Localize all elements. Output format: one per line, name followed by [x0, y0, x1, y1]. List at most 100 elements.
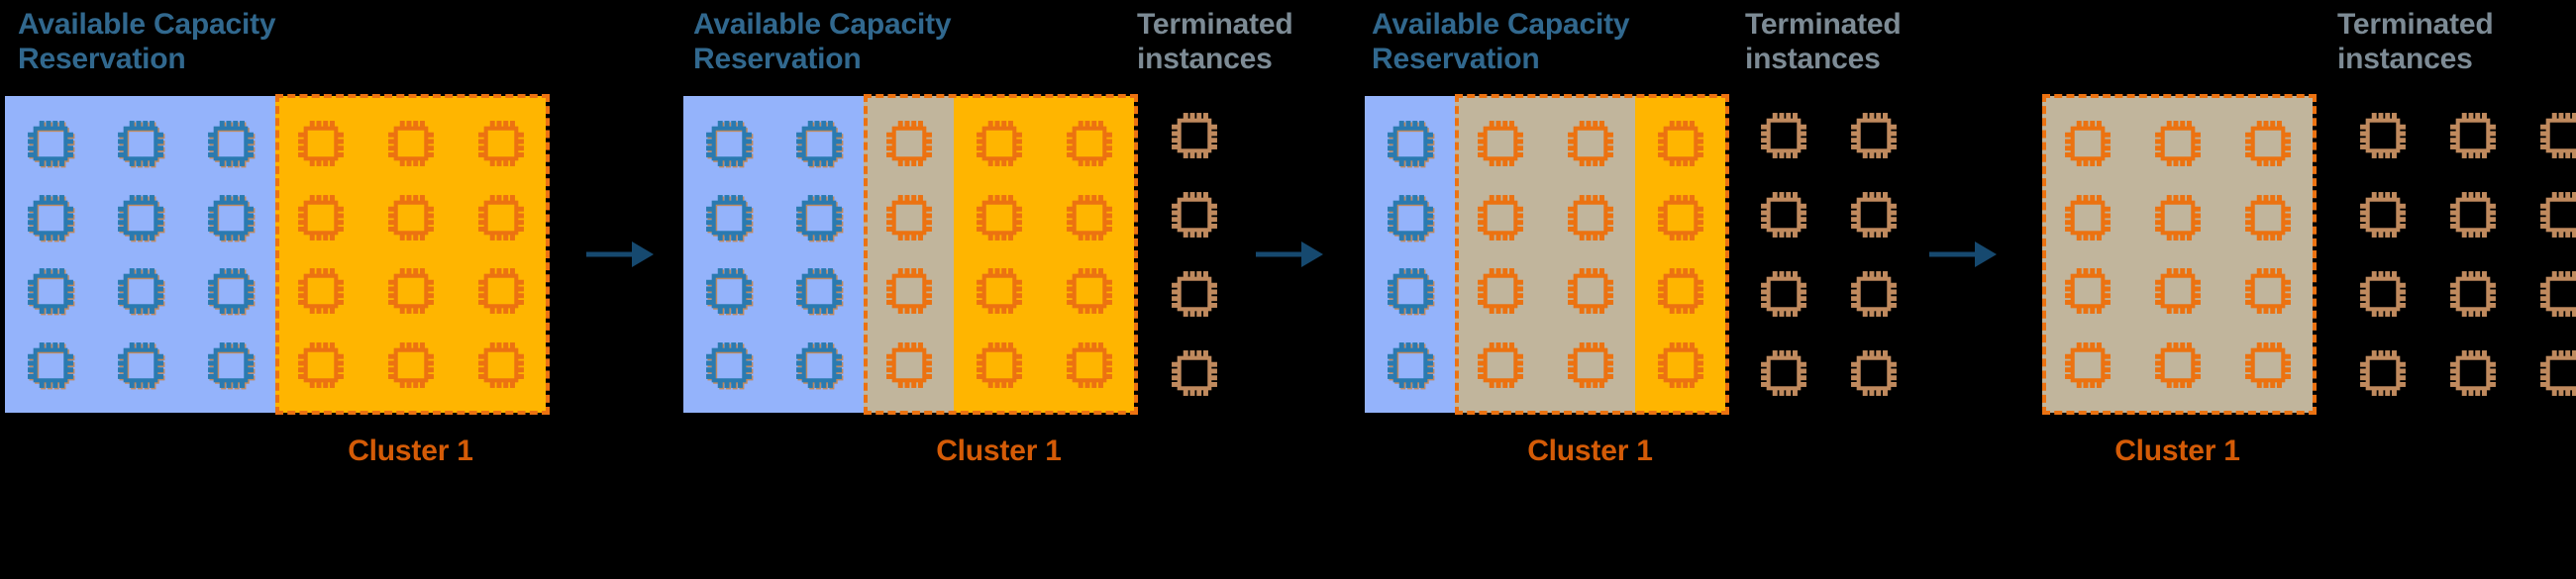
cluster-caption-4: Cluster 1 — [2114, 434, 2240, 467]
cpu-chip-icon — [702, 191, 756, 244]
instance-column-used — [2042, 96, 2132, 413]
capacity-panel-4 — [2042, 96, 2313, 413]
cpu-chip-icon — [204, 264, 258, 318]
available-capacity-reservation-label: Available Capacity Reservation — [18, 8, 276, 75]
instance-column-used — [864, 96, 954, 413]
cpu-chip-icon — [384, 191, 438, 244]
instance-column-reserved — [456, 96, 546, 413]
cpu-chip-icon — [1384, 117, 1437, 170]
instance-column-available — [773, 96, 864, 413]
instance-column-reserved — [954, 96, 1044, 413]
cpu-chip-icon — [474, 338, 528, 392]
cpu-chip-icon — [1847, 109, 1901, 162]
terminated-instances-group-2 — [1149, 96, 1239, 413]
cpu-chip-icon — [973, 191, 1026, 244]
cpu-chip-icon — [2446, 109, 2500, 162]
instance-column-reserved — [275, 96, 365, 413]
cpu-chip-icon — [2536, 109, 2576, 162]
cpu-chip-icon — [24, 338, 77, 392]
cpu-chip-icon — [973, 264, 1026, 318]
cpu-chip-icon — [204, 191, 258, 244]
instance-column-reserved — [1044, 96, 1134, 413]
instance-column-used — [2132, 96, 2222, 413]
cpu-chip-icon — [1654, 117, 1707, 170]
cpu-chip-icon — [2536, 267, 2576, 321]
cluster-caption-1: Cluster 1 — [348, 434, 473, 467]
cpu-chip-icon — [294, 191, 348, 244]
cpu-chip-icon — [1847, 267, 1901, 321]
arrow-3-4 — [1929, 238, 1997, 276]
cpu-chip-icon — [792, 264, 846, 318]
cpu-chip-icon — [204, 338, 258, 392]
cpu-chip-icon — [2151, 191, 2205, 244]
cpu-chip-icon — [24, 191, 77, 244]
terminated-instances-group-3 — [1738, 96, 1918, 413]
terminated-instances-group-4 — [2337, 96, 2576, 413]
cpu-chip-icon — [882, 338, 936, 392]
right-arrow-icon — [586, 241, 654, 267]
cpu-chip-icon — [2241, 338, 2295, 392]
cpu-chip-icon — [2061, 191, 2114, 244]
cpu-chip-icon — [2061, 338, 2114, 392]
cpu-chip-icon — [1474, 117, 1527, 170]
cpu-chip-icon — [1063, 117, 1116, 170]
cpu-chip-icon — [294, 117, 348, 170]
cpu-chip-icon — [973, 338, 1026, 392]
cpu-chip-icon — [1384, 264, 1437, 318]
cpu-chip-icon — [2536, 346, 2576, 400]
capacity-panel-3 — [1365, 96, 1725, 413]
cpu-chip-icon — [1654, 338, 1707, 392]
cpu-chip-icon — [2446, 267, 2500, 321]
cpu-chip-icon — [2241, 191, 2295, 244]
cpu-chip-icon — [1757, 267, 1810, 321]
capacity-panel-2 — [683, 96, 1134, 413]
cpu-chip-icon — [1564, 338, 1617, 392]
right-arrow-icon — [1256, 241, 1323, 267]
cpu-chip-icon — [702, 117, 756, 170]
cpu-chip-icon — [882, 264, 936, 318]
arrow-1-2 — [586, 238, 654, 276]
instance-column-available — [185, 96, 275, 413]
cpu-chip-icon — [2356, 109, 2410, 162]
cpu-chip-icon — [1168, 267, 1221, 321]
cpu-chip-icon — [294, 264, 348, 318]
cpu-chip-icon — [2061, 264, 2114, 318]
available-capacity-reservation-label: Available Capacity Reservation — [1372, 8, 1630, 75]
cpu-chip-icon — [702, 264, 756, 318]
cpu-chip-icon — [2151, 264, 2205, 318]
cpu-chip-icon — [1168, 109, 1221, 162]
cpu-chip-icon — [882, 117, 936, 170]
cpu-chip-icon — [1757, 109, 1810, 162]
cluster-caption-2: Cluster 1 — [936, 434, 1062, 467]
instance-column-used — [1545, 96, 1635, 413]
cluster-caption-3: Cluster 1 — [1527, 434, 1653, 467]
instance-column-available — [683, 96, 773, 413]
cpu-chip-icon — [2356, 188, 2410, 241]
cpu-chip-icon — [1847, 188, 1901, 241]
cpu-chip-icon — [2446, 188, 2500, 241]
cpu-chip-icon — [2356, 267, 2410, 321]
cpu-chip-icon — [24, 264, 77, 318]
cpu-chip-icon — [1384, 191, 1437, 244]
arrow-2-3 — [1256, 238, 1323, 276]
cpu-chip-icon — [2241, 264, 2295, 318]
cpu-chip-icon — [1063, 338, 1116, 392]
cpu-chip-icon — [1474, 191, 1527, 244]
cpu-chip-icon — [1757, 346, 1810, 400]
cpu-chip-icon — [384, 338, 438, 392]
cpu-chip-icon — [973, 117, 1026, 170]
cpu-chip-icon — [474, 264, 528, 318]
instance-column-reserved — [365, 96, 456, 413]
cpu-chip-icon — [1474, 338, 1527, 392]
cpu-chip-icon — [1063, 264, 1116, 318]
cpu-chip-icon — [2446, 346, 2500, 400]
cpu-chip-icon — [1847, 346, 1901, 400]
cpu-chip-icon — [384, 117, 438, 170]
cpu-chip-icon — [1474, 264, 1527, 318]
cpu-chip-icon — [24, 117, 77, 170]
cpu-chip-icon — [1168, 346, 1221, 400]
right-arrow-icon — [1929, 241, 1997, 267]
cpu-chip-icon — [114, 191, 167, 244]
cpu-chip-icon — [294, 338, 348, 392]
